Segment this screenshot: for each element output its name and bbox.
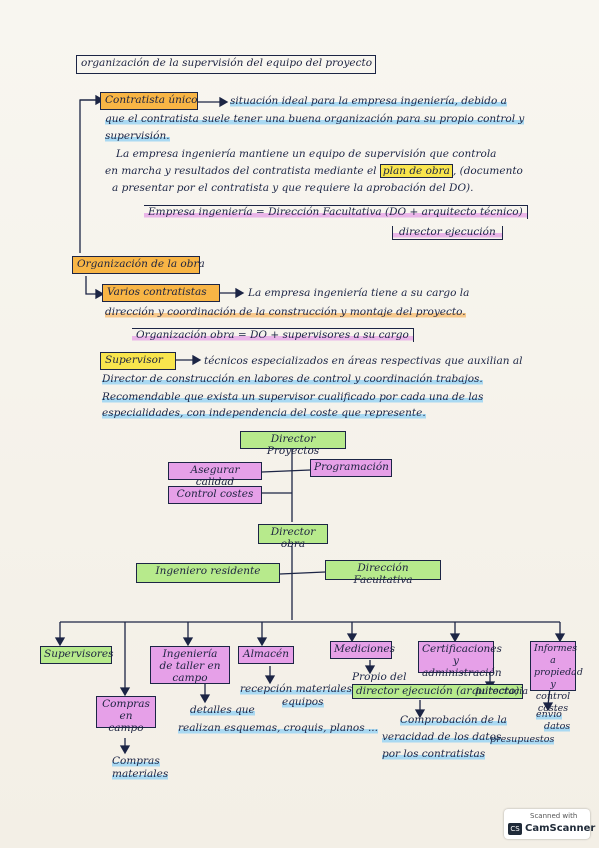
- compras-line2: campo: [108, 722, 144, 734]
- compras-materiales-line2: materiales: [112, 768, 169, 781]
- varios-contratistas-tag: Varios contratistas: [102, 284, 220, 302]
- node-mediciones: Mediciones: [330, 641, 395, 659]
- camscanner-badge: Scanned with CS CamScanner: [504, 809, 595, 839]
- inf-line3: y control: [535, 679, 571, 702]
- contratista-unico-tag: Contratista único: [100, 92, 198, 110]
- cert-line1: Certificaciones y: [422, 643, 502, 667]
- s1-formula: Empresa ingeniería = Dirección Facultati…: [144, 205, 528, 219]
- compras-line1: Compras en: [102, 698, 150, 722]
- page-title: organización de la supervisión del equip…: [76, 55, 376, 74]
- s1-definition: situación ideal para la empresa ingenier…: [230, 95, 507, 108]
- node-asegurar-calidad: Asegurar calidad: [168, 462, 262, 488]
- inf-line1: Informes a: [534, 643, 578, 666]
- scanned-with-text: Scanned with: [530, 812, 578, 820]
- s1-line3: supervisión.: [105, 130, 170, 143]
- ingenieria-line1: Ingeniería: [162, 648, 218, 660]
- detalles-text: detalles que: [190, 704, 255, 717]
- presupuestos-text: presupuestos: [490, 733, 555, 746]
- recepcion-text: recepción materiales /: [240, 683, 359, 696]
- datos-text: datos: [544, 720, 571, 733]
- equipos-text: equipos: [282, 696, 324, 709]
- comprobacion-line3: por los contratistas: [382, 748, 486, 761]
- s3-line1: técnicos especializados en áreas respect…: [204, 355, 523, 367]
- s2-line1: La empresa ingeniería tiene a su cargo l…: [248, 287, 470, 299]
- s3-line2: Director de construcción en labores de c…: [102, 373, 483, 386]
- director-ejecucion-box: director ejecución (arquitecto): [352, 684, 524, 699]
- s3-line4: especialidades, con independencia del co…: [102, 407, 426, 420]
- node-certificaciones: Certificaciones y administración: [418, 641, 502, 679]
- node-programacion: Programación: [310, 459, 392, 477]
- s1-line5-a: en marcha y resultados del contratista m…: [105, 165, 377, 177]
- node-director-proyectos: Director Proyectos: [240, 431, 346, 457]
- organizacion-obra-tag: Organización de la obra: [72, 256, 205, 274]
- propio-text: Propio del: [352, 671, 407, 683]
- comprobacion-line1: Comprobación de la: [400, 714, 507, 727]
- cert-line2: administración: [422, 667, 502, 679]
- supervisor-tag: Supervisor: [100, 352, 176, 370]
- s1-line2: que el contratista suele tener una buena…: [105, 113, 525, 126]
- node-ingeniero-residente: Ingeniero residente: [136, 563, 280, 583]
- node-direccion-facultativa: Dirección Facultativa: [325, 560, 441, 586]
- camscanner-logo-icon: CS: [508, 823, 522, 835]
- node-control-costes: Control costes: [168, 486, 262, 504]
- s1-line6: a presentar por el contratista y que req…: [112, 182, 474, 194]
- node-supervisores: Supervisores: [40, 646, 114, 664]
- camscanner-brand: CamScanner: [525, 823, 596, 834]
- ingenieria-line2: de taller en: [159, 660, 221, 672]
- comprobacion-line2: veracidad de los datos: [382, 731, 502, 744]
- node-informes: Informes a propiedad y control costes: [530, 641, 583, 714]
- director-ejecucion-note: director ejecución: [392, 226, 503, 240]
- node-director-obra: Director obra: [258, 524, 328, 550]
- plan-de-obra-highlight: plan de obra: [379, 164, 453, 178]
- s3-line3: Recomendable que exista un supervisor cu…: [102, 391, 484, 404]
- s1-line5-c: , (documento: [452, 165, 523, 177]
- envio-text: envío: [536, 708, 562, 721]
- node-almacen: Almacén: [238, 646, 294, 664]
- s2-line2: dirección y coordinación de la construcc…: [105, 306, 466, 319]
- s1-line5: en marcha y resultados del contratista m…: [105, 164, 523, 178]
- ingenieria-line3: campo: [172, 672, 208, 684]
- s1-line4: La empresa ingeniería mantiene un equipo…: [116, 148, 497, 160]
- burocracia-text: burocracia: [476, 686, 529, 697]
- node-compras-campo: Compras en campo: [96, 696, 156, 734]
- compras-materiales-line1: Compras: [112, 755, 160, 768]
- inf-line2: propiedad: [534, 667, 583, 678]
- node-ingenieria-taller: Ingeniería de taller en campo: [150, 646, 230, 684]
- realizan-text: realizan esquemas, croquis, planos ...: [178, 722, 378, 735]
- s2-formula: Organización obra = DO + supervisores a …: [132, 328, 414, 342]
